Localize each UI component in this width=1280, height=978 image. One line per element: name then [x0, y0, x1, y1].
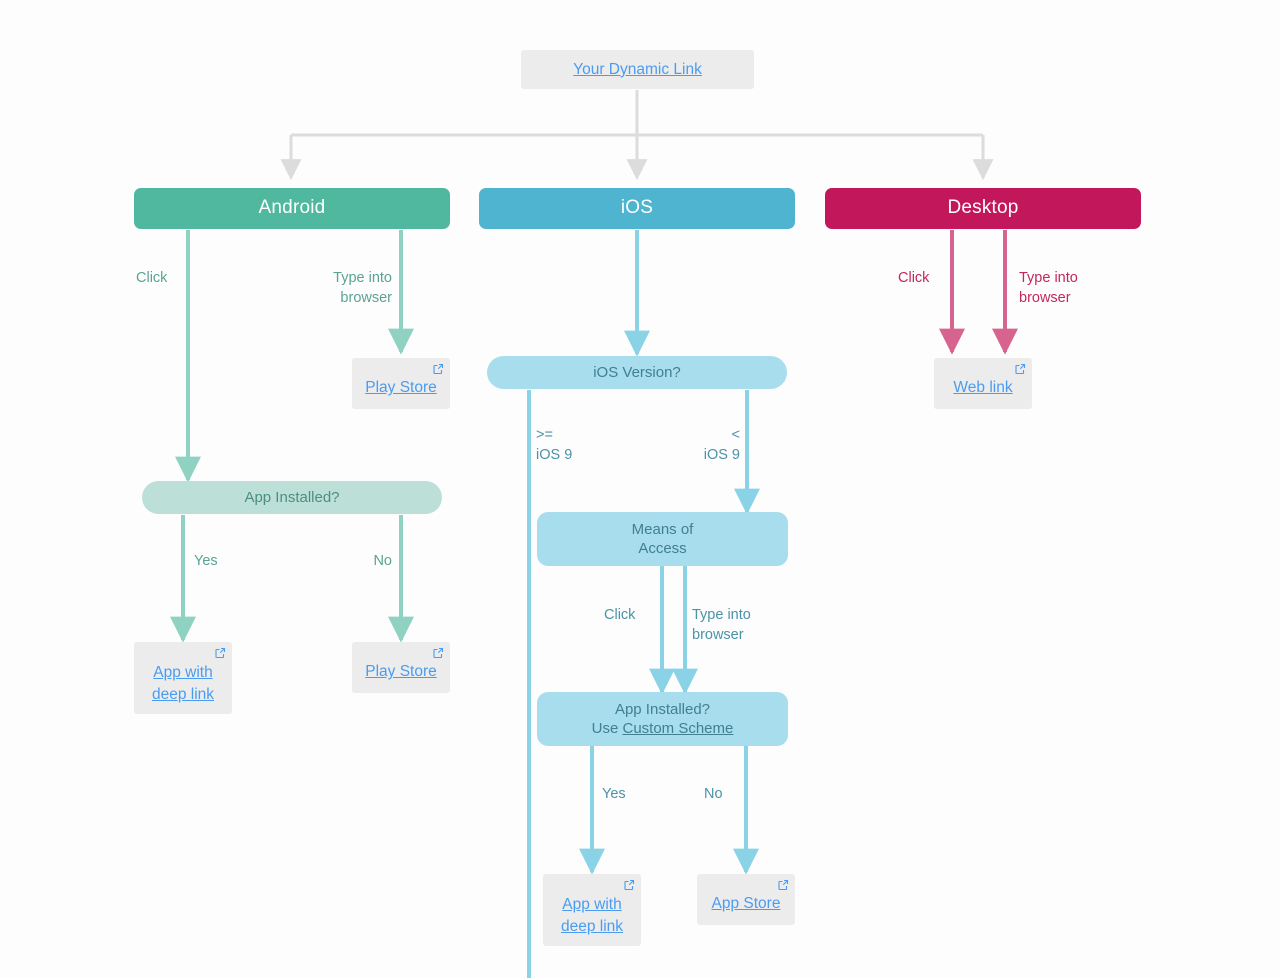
node-ios-version-question[interactable]: iOS Version?	[487, 356, 787, 389]
edge-label-android-yes: Yes	[194, 553, 218, 569]
external-link-icon	[778, 879, 789, 891]
platform-android-label: Android	[258, 197, 326, 219]
external-link-icon	[215, 647, 226, 659]
edge-label-desktop-type-into-browser: Type into browser	[1019, 270, 1078, 307]
android-play-store-bottom-label: Play Store	[365, 663, 437, 681]
desktop-web-link-label: Web link	[953, 379, 1013, 397]
edge-label-ios-gte-9: >= iOS 9	[536, 427, 573, 464]
android-app-installed-label: App Installed?	[244, 488, 340, 506]
node-desktop-web-link[interactable]: Web link	[934, 358, 1032, 409]
ios-version-question-label: iOS Version?	[593, 363, 681, 381]
node-your-dynamic-link[interactable]: Your Dynamic Link	[521, 50, 754, 89]
external-link-icon	[433, 363, 444, 375]
platform-desktop-label: Desktop	[947, 197, 1019, 219]
external-link-icon	[1015, 363, 1026, 375]
platform-ios-label: iOS	[620, 197, 654, 219]
node-android-play-store-top[interactable]: Play Store	[352, 358, 450, 409]
edge-label-ios-type-into-browser: Type into browser	[692, 607, 751, 644]
node-ios-means-of-access[interactable]: Means of Access	[537, 512, 788, 566]
ios-app-installed-line2: Use Custom Scheme	[592, 719, 734, 738]
android-play-store-top-label: Play Store	[365, 379, 437, 397]
custom-scheme-link[interactable]: Custom Scheme	[622, 720, 734, 737]
node-android-app-installed[interactable]: App Installed?	[142, 481, 442, 514]
edge-label-desktop-click: Click	[898, 270, 930, 286]
edge-label-android-type-into-browser: Type into browser	[333, 270, 392, 307]
ios-means-of-access-label: Means of Access	[631, 520, 694, 557]
edge-label-ios-lt-9: < iOS 9	[703, 427, 740, 464]
edge-label-android-click: Click	[136, 270, 168, 286]
node-platform-ios[interactable]: iOS	[479, 188, 795, 229]
ios-app-with-deep-link-label: App with deep link	[560, 896, 624, 935]
external-link-icon	[624, 879, 635, 891]
node-android-play-store-bottom[interactable]: Play Store	[352, 642, 450, 693]
ios-app-store-label: App Store	[711, 895, 781, 913]
ios-app-installed-line1: App Installed?	[614, 700, 711, 718]
edge-label-ios-no: No	[704, 786, 723, 802]
node-android-app-with-deep-link[interactable]: App with deep link	[134, 642, 232, 714]
edge-label-android-no: No	[373, 553, 392, 569]
node-ios-app-installed-custom-scheme[interactable]: App Installed? Use Custom Scheme	[537, 692, 788, 746]
ios-use-prefix: Use	[591, 720, 623, 737]
node-ios-app-store[interactable]: App Store	[697, 874, 795, 925]
your-dynamic-link-label: Your Dynamic Link	[573, 60, 702, 78]
edge-label-ios-click: Click	[604, 607, 636, 623]
node-ios-app-with-deep-link[interactable]: App with deep link	[543, 874, 641, 946]
android-app-with-deep-link-label: App with deep link	[151, 664, 215, 703]
edges-desktop	[939, 230, 1018, 355]
node-platform-desktop[interactable]: Desktop	[825, 188, 1141, 229]
edges-ios	[527, 230, 760, 978]
edge-root-split	[280, 90, 994, 181]
external-link-icon	[433, 647, 444, 659]
node-platform-android[interactable]: Android	[134, 188, 450, 229]
edge-label-ios-yes: Yes	[602, 786, 626, 802]
